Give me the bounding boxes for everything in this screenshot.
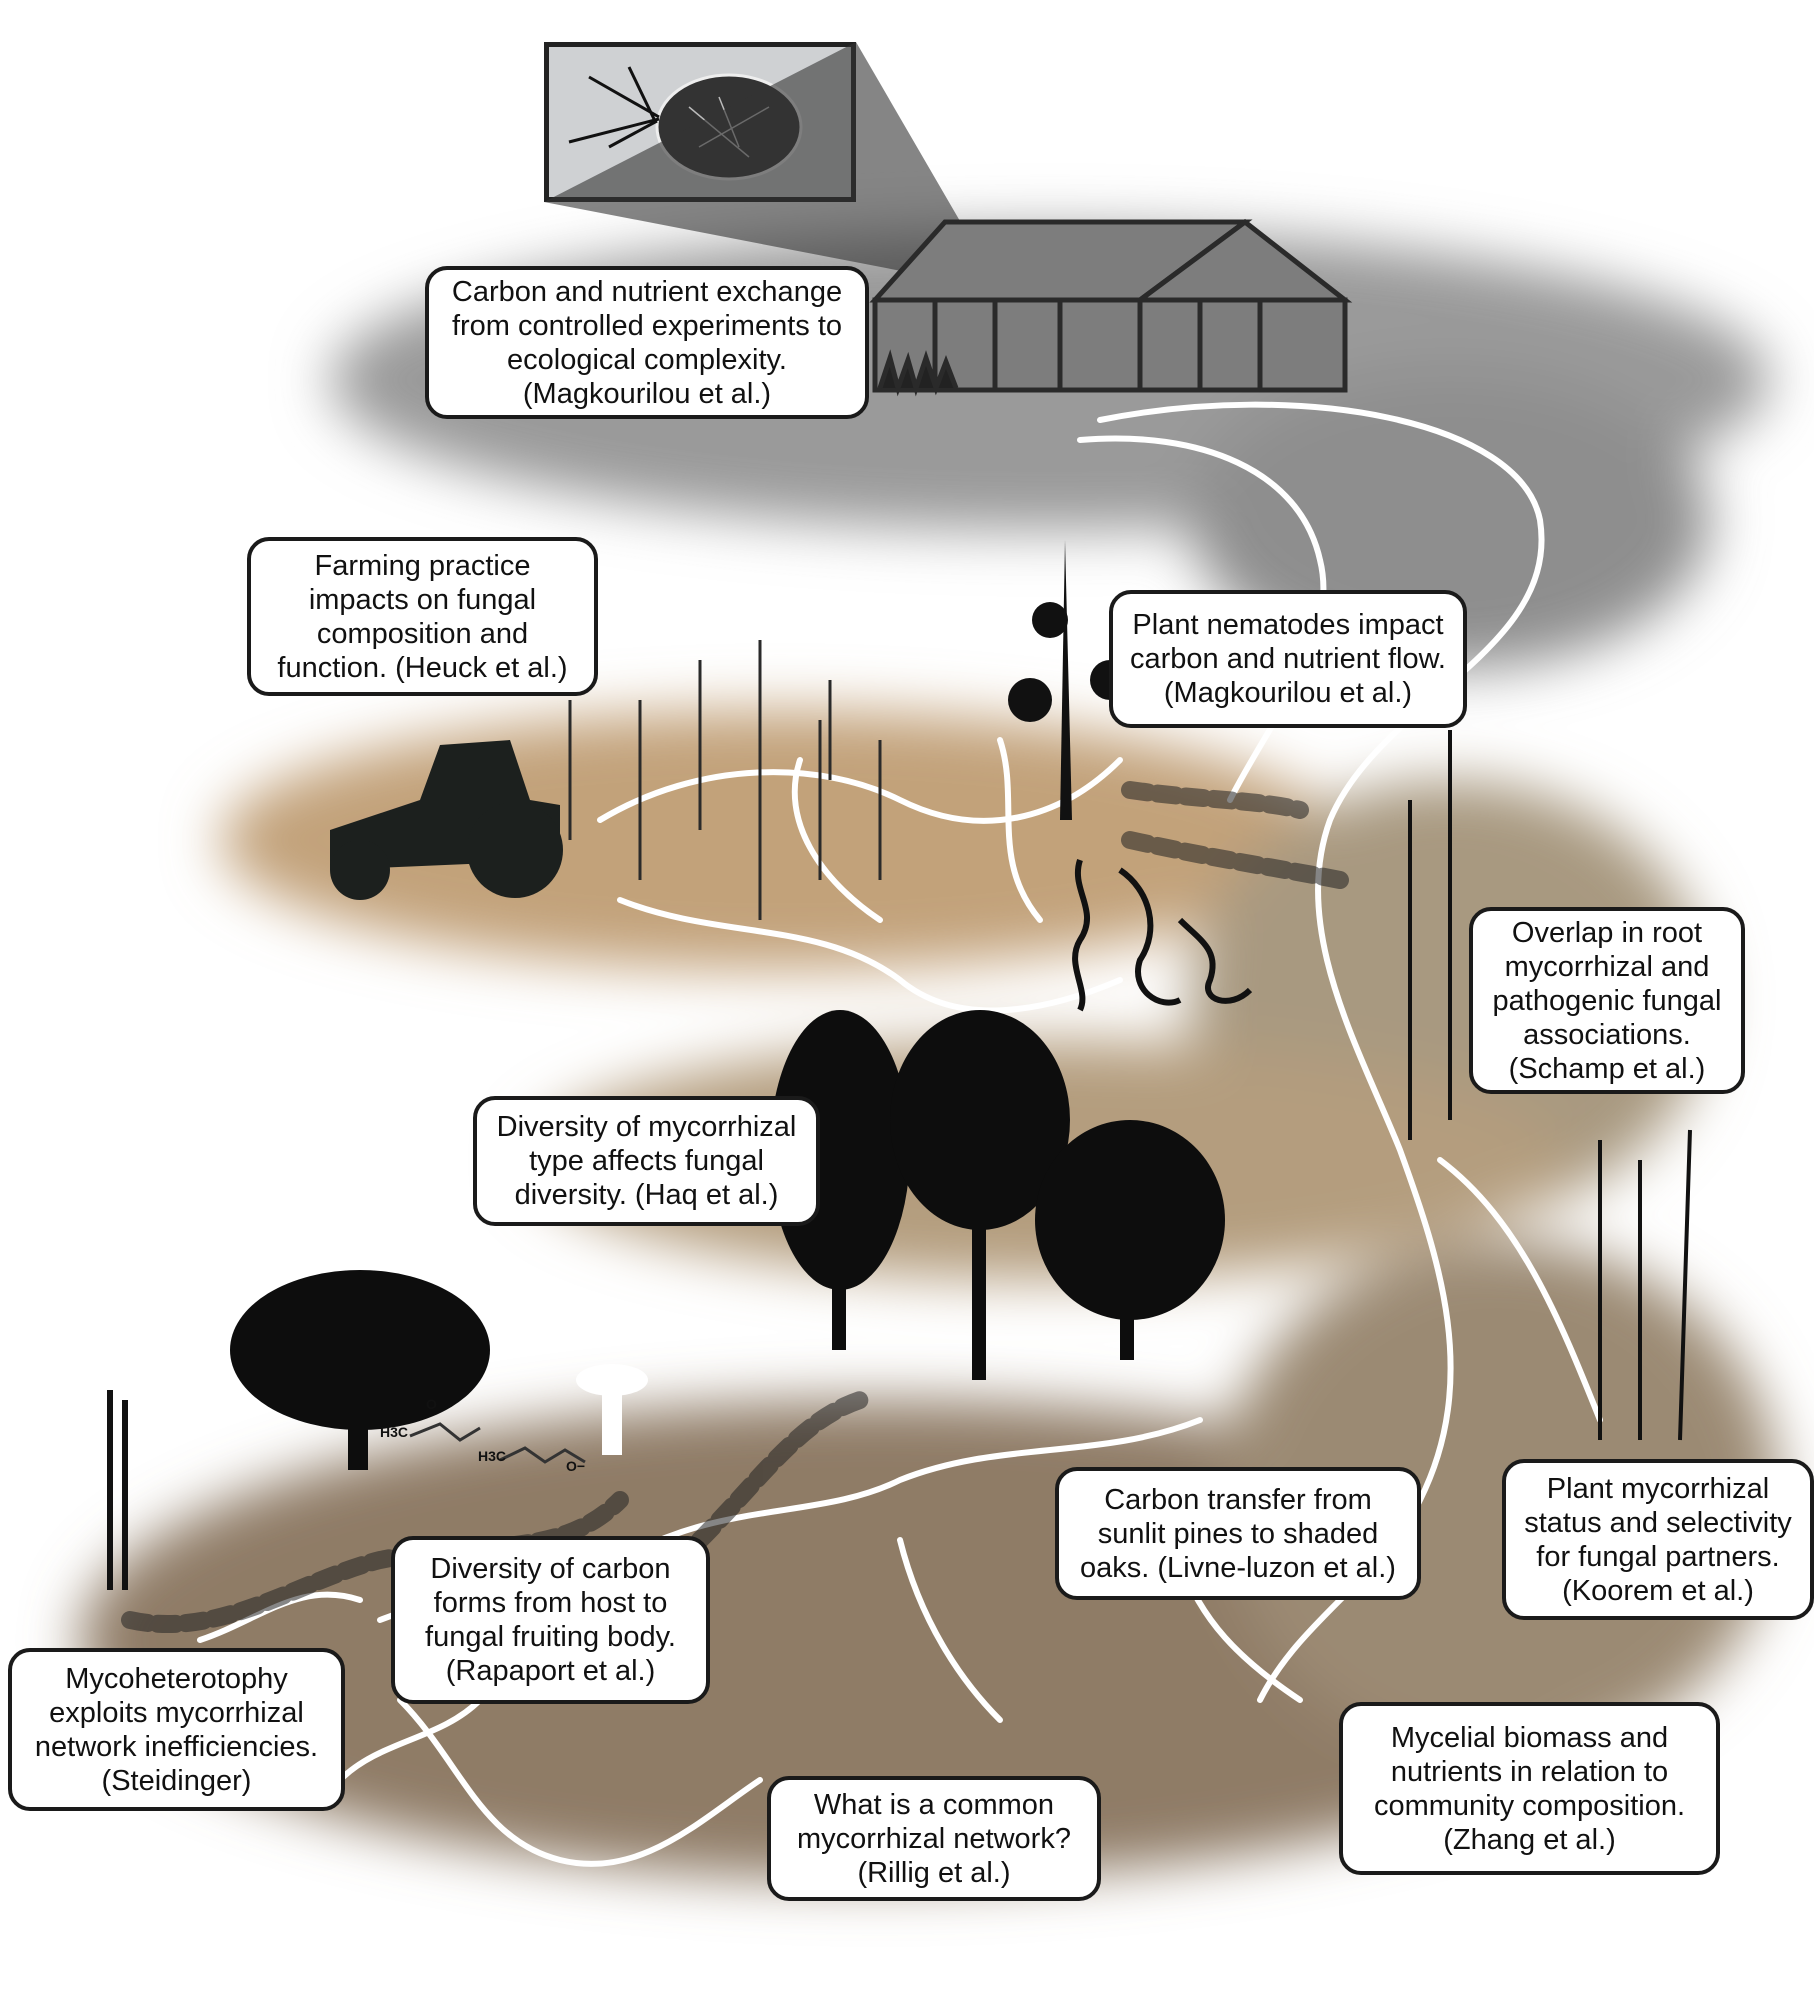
petri-dish-inset (544, 42, 856, 202)
callout-text: Diversity of mycorrhizal type affects fu… (496, 1111, 797, 1211)
callout-text: Diversity of carbon forms from host to f… (425, 1553, 676, 1687)
callout-carbon-forms: Diversity of carbon forms from host to f… (391, 1536, 710, 1704)
methyl-label-right: H3C (478, 1448, 507, 1464)
callout-controlled-experiments: Carbon and nutrient exchange from contro… (425, 266, 869, 419)
callout-text: Carbon and nutrient exchange from contro… (451, 275, 843, 410)
callout-mycorrhizal-type: Diversity of mycorrhizal type affects fu… (473, 1096, 820, 1226)
callout-text: Plant mycorrhizal status and selectivity… (1524, 1472, 1792, 1607)
oxygen-label: O (426, 1396, 437, 1412)
petri-dish-icon (568, 66, 803, 181)
callout-carbon-transfer: Carbon transfer from sunlit pines to sha… (1055, 1467, 1421, 1600)
callout-text: Overlap in root mycorrhizal and pathogen… (1492, 916, 1722, 1085)
callout-mycelial-biomass: Mycelial biomass and nutrients in relati… (1339, 1702, 1720, 1875)
anion-label: O− (566, 1458, 586, 1474)
callout-text: What is a common mycorrhizal network? (R… (797, 1788, 1071, 1889)
methyl-label-left: H3C (380, 1424, 409, 1440)
callout-farming-practice: Farming practice impacts on fungal compo… (247, 537, 598, 696)
callout-text: Carbon transfer from sunlit pines to sha… (1080, 1483, 1396, 1584)
callout-mycoheterotrophy: Mycoheterotophy exploits mycorrhizal net… (8, 1648, 345, 1811)
callout-text: Farming practice impacts on fungal compo… (277, 549, 568, 684)
callout-text: Plant nematodes impact carbon and nutrie… (1130, 609, 1446, 709)
callout-plant-status: Plant mycorrhizal status and selectivity… (1502, 1459, 1814, 1620)
callout-text: Mycoheterotophy exploits mycorrhizal net… (34, 1662, 319, 1797)
callout-overlap: Overlap in root mycorrhizal and pathogen… (1469, 907, 1745, 1094)
callout-nematodes: Plant nematodes impact carbon and nutrie… (1109, 590, 1467, 728)
callout-common-network: What is a common mycorrhizal network? (R… (767, 1776, 1101, 1901)
callout-text: Mycelial biomass and nutrients in relati… (1373, 1721, 1686, 1856)
